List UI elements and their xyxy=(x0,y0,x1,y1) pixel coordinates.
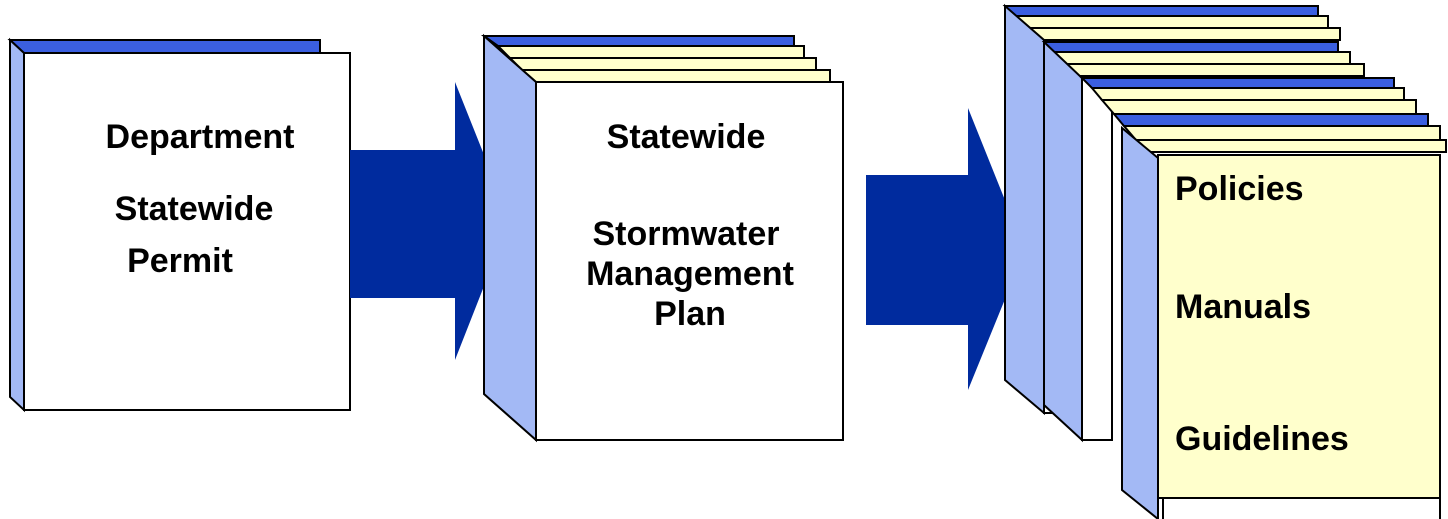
guidance-binder-front: Policies Manuals Guidelines xyxy=(1079,77,1447,519)
plan-binder-page-yellow-1 xyxy=(495,45,805,59)
guidance-item-policies: Policies xyxy=(1175,170,1304,208)
front-binder-page-yellow-3 xyxy=(1121,125,1441,141)
permit-title-line-1: Department xyxy=(106,118,295,156)
front-binder-page-blue-1 xyxy=(1079,77,1395,89)
middle-binder-page-yellow-1 xyxy=(1051,51,1351,65)
guidance-item-manuals: Manuals xyxy=(1175,288,1311,326)
permit-binder-top-page xyxy=(7,39,321,54)
flow-arrow-1 xyxy=(350,82,510,360)
front-binder-spine xyxy=(1121,125,1159,519)
guidance-binder-middle xyxy=(1041,39,1365,443)
permit-title-line-3: Permit xyxy=(127,242,233,280)
plan-binder-cover xyxy=(535,81,844,441)
plan-title-line-1: Statewide xyxy=(607,118,766,156)
back-binder-page-yellow-1 xyxy=(1012,15,1329,29)
back-binder-page-yellow-2 xyxy=(1023,27,1341,41)
permit-binder: Department Statewide Permit xyxy=(7,37,351,413)
plan-binder-page-yellow-2 xyxy=(507,57,817,71)
front-binder-page-blue-2 xyxy=(1111,113,1429,127)
middle-binder-page-blue xyxy=(1041,41,1339,53)
middle-binder-spine xyxy=(1043,39,1083,443)
plan-binder-page-blue xyxy=(480,35,795,47)
plan-binder: Statewide Stormwater Management Plan xyxy=(480,33,844,443)
middle-binder-page-yellow-2 xyxy=(1060,63,1365,77)
plan-binder-spine xyxy=(483,33,537,443)
plan-title-line-2: Stormwater xyxy=(592,215,779,253)
permit-binder-spine xyxy=(9,37,25,413)
permit-title-line-2: Statewide xyxy=(115,190,274,228)
guidance-binder-stack: Policies Manuals Guidelines xyxy=(1002,3,1447,519)
plan-title-line-4: Plan xyxy=(654,295,726,333)
front-binder-page-yellow-2 xyxy=(1099,99,1417,115)
middle-binder-cover xyxy=(1081,77,1113,441)
front-binder-page-yellow-1 xyxy=(1089,87,1405,101)
flow-arrow-2 xyxy=(866,108,1025,390)
permit-binder-cover xyxy=(23,52,351,411)
back-binder-page-blue xyxy=(1002,5,1319,17)
front-binder-cover xyxy=(1157,154,1441,499)
plan-title-line-3: Management xyxy=(586,255,794,293)
front-binder-page-yellow-4 xyxy=(1133,139,1447,153)
guidance-item-guidelines: Guidelines xyxy=(1175,420,1349,458)
plan-binder-page-yellow-3 xyxy=(519,69,831,83)
back-binder-spine xyxy=(1004,3,1045,416)
